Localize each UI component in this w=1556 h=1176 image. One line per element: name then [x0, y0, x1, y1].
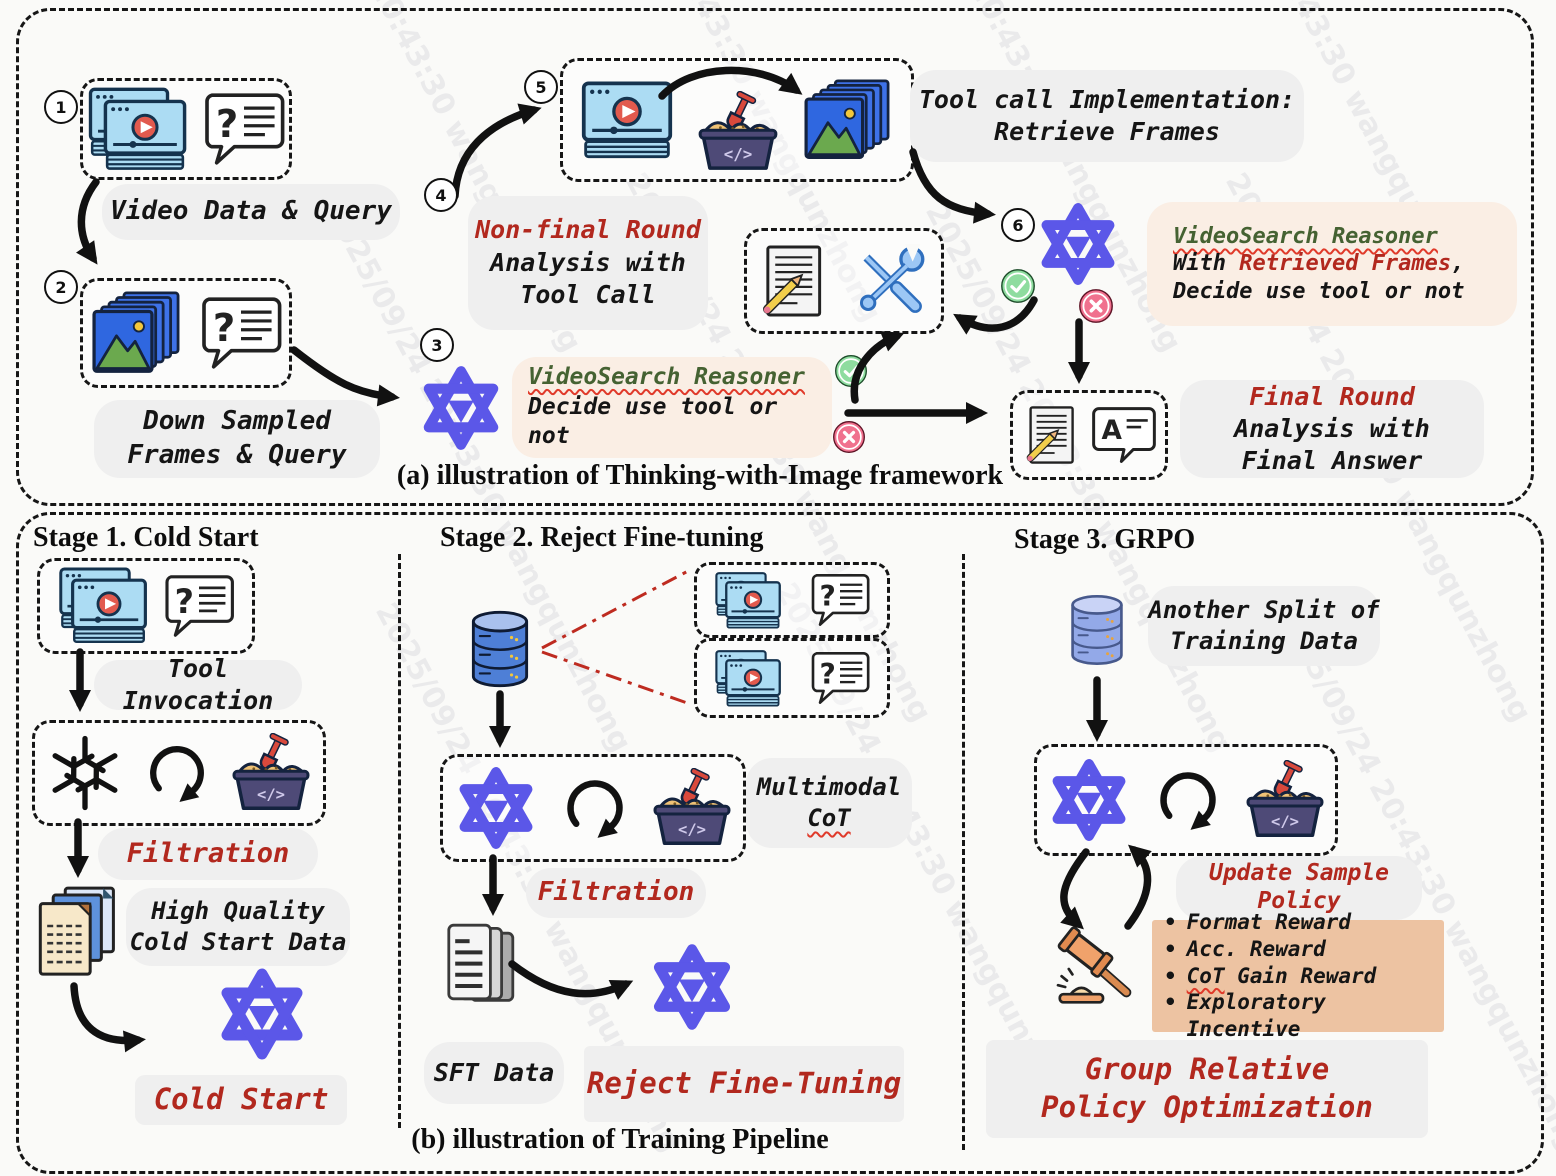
s1-video-query-box [37, 558, 255, 654]
video-data-query-label: Video Data & Query [102, 184, 400, 240]
final-answer-box [1010, 390, 1168, 480]
stage-divider-2 [962, 554, 965, 1150]
panel-b-frame [16, 512, 1544, 1174]
stage-divider-1 [398, 554, 401, 1128]
video-query-box [80, 78, 292, 180]
sandbox-icon [1242, 760, 1328, 840]
question-bubble-icon [809, 573, 871, 627]
note-pencil-icon [1021, 404, 1081, 466]
video-stack [87, 86, 187, 172]
final-round-label: Final Round Analysis with Final Answer [1180, 380, 1484, 478]
step-badge-6: 6 [1001, 208, 1035, 242]
documents-icon [36, 880, 122, 984]
qwen-logo-icon [212, 962, 312, 1066]
refresh-cycle-icon [1152, 764, 1224, 836]
update-sample-policy-label: Update Sample Policy [1176, 856, 1422, 920]
refresh-cycle-icon [142, 738, 212, 808]
panel-a-caption: (a) illustration of Thinking-with-Image … [396, 460, 1004, 491]
database-icon [1064, 582, 1130, 678]
refresh-cycle-icon [559, 772, 631, 844]
check-icon [834, 354, 868, 388]
reasoner6-label: VideoSearch Reasoner With Retrieved Fram… [1147, 202, 1517, 326]
cross-icon [832, 420, 866, 454]
question-bubble-icon [809, 651, 871, 705]
step-badge-1: 1 [44, 90, 78, 124]
note-pencil-icon [756, 243, 830, 319]
frames-stack-icon [802, 79, 894, 161]
s2-sample1-box [694, 562, 890, 638]
sandbox-icon [694, 91, 782, 173]
frames-stack-icon [90, 291, 184, 375]
tool-call-impl-label: Tool call Implementation: Retrieve Frame… [910, 70, 1304, 162]
stage2-header: Stage 2. Reject Fine-tuning [440, 522, 764, 553]
high-quality-label: High Quality Cold Start Data [126, 888, 350, 966]
qwen-logo-icon [451, 763, 541, 853]
gavel-icon [1042, 924, 1146, 1014]
panel-a-frame [16, 8, 1534, 506]
video-stack [57, 566, 149, 646]
tool-invocation-label: Tool Invocation [94, 654, 302, 715]
qwen-logo-icon [1033, 196, 1123, 292]
non-final-round-label: Non-final Round Analysis with Tool Call [468, 196, 708, 330]
reasoner3-label: VideoSearch Reasoner Decide use tool or … [512, 357, 832, 458]
step-badge-2: 2 [44, 270, 78, 304]
qwen-logo-icon [645, 940, 739, 1034]
sandbox-icon [228, 733, 314, 813]
reward-item: •Acc. Reward [1164, 936, 1326, 961]
video-player-icon [723, 658, 783, 708]
video-stack [713, 571, 785, 629]
step-badge-5: 5 [524, 70, 558, 104]
answer-bubble-icon [1091, 405, 1157, 465]
step-badge-4: 4 [424, 178, 458, 212]
reward-item: •CoT Gain Reward [1164, 963, 1377, 988]
tool-call-box [560, 58, 914, 182]
s2-sample2-box [694, 638, 890, 718]
reward-item: •Format Reward [1164, 909, 1352, 934]
s2-filtration-label: Filtration [526, 868, 706, 918]
stage1-header: Stage 1. Cold Start [33, 522, 259, 553]
rewards-box: •Format Reward •Acc. Reward •CoT Gain Re… [1152, 910, 1444, 1041]
database-icon [464, 604, 536, 694]
video-stack [713, 649, 785, 707]
stage3-header: Stage 3. GRPO [1014, 524, 1196, 555]
panel-b-caption: (b) illustration of Training Pipeline [411, 1124, 829, 1155]
down-sampled-label: Down Sampled Frames & Query [94, 400, 380, 478]
qwen-logo-icon [1044, 755, 1134, 845]
s1-generator-box [32, 720, 326, 826]
openai-logo-icon [44, 732, 126, 814]
video-player-icon [723, 580, 783, 630]
sft-data-label: SFT Data [424, 1042, 564, 1104]
s2-reasoner-box [440, 754, 746, 862]
frames-query-box [80, 278, 292, 388]
reject-fine-tuning-label: Reject Fine-Tuning [584, 1046, 904, 1122]
analysis-tools-box [744, 228, 944, 334]
another-split-label: Another Split of Training Data [1148, 586, 1380, 666]
step-badge-3: 3 [420, 328, 454, 362]
cold-start-label: Cold Start [135, 1075, 347, 1125]
video-player-icon [69, 577, 149, 645]
s3-policy-box [1034, 744, 1338, 856]
multimodal-cot-label: Multimodal CoT [746, 758, 912, 848]
s1-filtration-label: Filtration [98, 828, 318, 880]
qwen-logo-icon [415, 362, 507, 454]
question-bubble-icon [203, 92, 285, 166]
video-player-icon [580, 79, 674, 161]
question-bubble-icon [163, 574, 235, 638]
grpo-label: Group Relative Policy Optimization [986, 1040, 1428, 1138]
sft-documents-icon [444, 916, 524, 1016]
reward-item: •Exploratory Incentive [1164, 990, 1326, 1042]
check-icon [1000, 268, 1036, 304]
tools-icon [848, 239, 932, 323]
cross-icon [1078, 288, 1114, 324]
video-player-icon [101, 98, 189, 172]
question-bubble-icon [200, 296, 282, 370]
sandbox-icon [649, 768, 735, 848]
